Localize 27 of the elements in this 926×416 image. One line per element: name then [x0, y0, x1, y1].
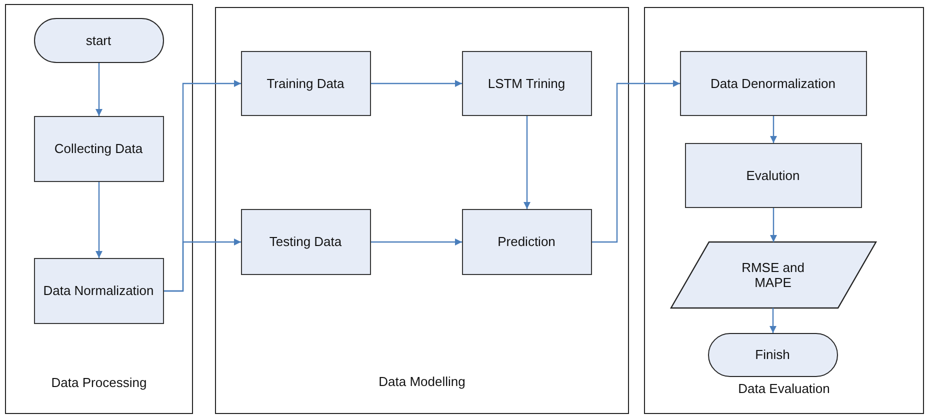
process-box: Prediction — [462, 208, 592, 274]
swimlane-panel — [215, 7, 629, 414]
terminal-box: Finish — [708, 332, 838, 376]
process-box: Training Data — [240, 50, 370, 116]
arrow — [770, 208, 777, 242]
swimlane-panel — [644, 7, 924, 414]
process-box: LSTM Trining — [462, 50, 592, 116]
data-parallelogram: RMSE and MAPE — [670, 242, 876, 308]
terminal-box: start — [34, 18, 164, 62]
arrow — [770, 308, 776, 333]
arrow — [371, 80, 462, 87]
arrow — [96, 182, 102, 258]
process-box: Data Normalization — [34, 258, 164, 324]
arrow — [592, 80, 680, 243]
arrow — [371, 238, 462, 246]
swimlane-panel — [5, 4, 193, 414]
process-box: Testing Data — [240, 208, 370, 274]
lane-heading: Data Evaluation — [737, 381, 831, 396]
process-box: Data Denormalization — [680, 50, 866, 116]
lane-heading: Data Modelling — [378, 374, 466, 389]
arrow — [164, 238, 241, 292]
arrow — [524, 116, 530, 209]
arrow — [770, 116, 777, 143]
process-box: Collecting Data — [34, 116, 164, 182]
process-box: Evalution — [684, 142, 862, 208]
arrow — [96, 63, 102, 116]
lane-heading: Data Processing — [50, 375, 148, 390]
